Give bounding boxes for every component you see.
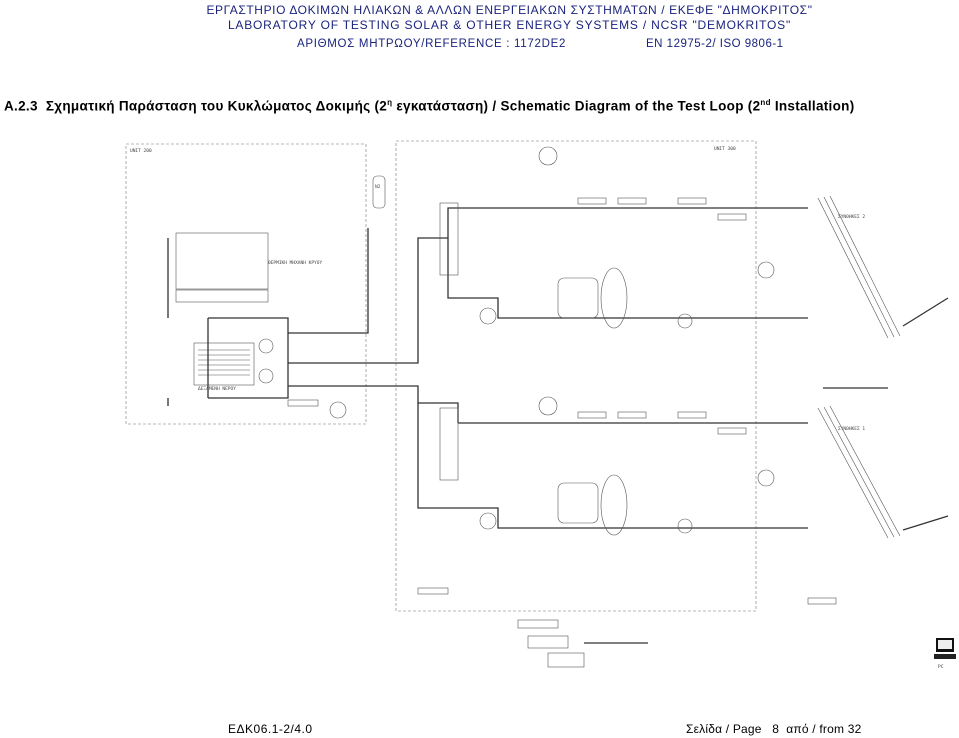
daq-box-1: [517, 619, 559, 629]
control-unit-lower: [439, 407, 459, 481]
storage-label: ΔΕΞΑΜΕΝΗ ΝΕΡΟΥ: [198, 386, 236, 392]
sensor-2: [479, 512, 497, 530]
unit-300-boundary: [395, 140, 757, 612]
upper-loop-supply: [288, 207, 808, 364]
pc-keyboard-icon: [934, 654, 956, 659]
section-title: A.2.3 Σχηματική Παράσταση του Κυκλώματος…: [4, 98, 855, 114]
page-indicator: Σελίδα / Page 8 από / from 32: [686, 722, 861, 736]
cooler-label-box: [175, 289, 269, 303]
reference-number: ΑΡΙΘΜΟΣ ΜΗΤΡΩΟΥ/REFERENCE : 1172DE2: [297, 38, 567, 50]
collector-upper: [817, 195, 901, 339]
unit-right-label: UNIT 300: [714, 146, 736, 152]
sensor-1: [479, 307, 497, 325]
pc-label: PC: [938, 664, 944, 670]
heater-unit-lower: [557, 482, 599, 524]
expansion-vessel-lower: [600, 474, 628, 536]
expansion-vessel-upper: [600, 267, 628, 329]
sensor-5: [329, 401, 347, 419]
from-label: από / from: [786, 722, 845, 736]
page-label: Σελίδα / Page: [686, 722, 762, 736]
daq-box-3: [547, 652, 585, 668]
daq-box-2: [527, 635, 569, 649]
upper-loop-return: [447, 238, 808, 319]
pump-lower-loop: [677, 518, 693, 534]
title-part-3: Installation): [770, 98, 855, 114]
lab-name-english: LABORATORY OF TESTING SOLAR & OTHER ENER…: [227, 18, 792, 32]
page-total: 32: [847, 722, 862, 736]
circuit-lower-label: ΣΥΝΘΗΚΕΣ 1: [838, 426, 865, 432]
storage-hatching: [198, 349, 250, 376]
unit-200-boundary: [125, 143, 367, 425]
schematic-diagram: UNIT 200 UNIT 300 N2 ΔΕΞΑΜΕΝΗ ΝΕΡΟΥ ΘΕΡΜ…: [125, 140, 956, 670]
n2-label: N2: [375, 184, 381, 190]
lower-loop-return: [417, 403, 808, 529]
unit-left-label: UNIT 200: [130, 148, 152, 154]
gauge-upper: [538, 146, 558, 166]
document-code: ΕΔΚ06.1-2/4.0: [228, 722, 313, 736]
pump-upper-loop: [677, 313, 693, 329]
page-number: 8: [772, 722, 780, 736]
standard-reference: EN 12975-2/ ISO 9806-1: [646, 38, 784, 50]
water-storage-tank: [193, 342, 255, 386]
pump-2: [258, 368, 274, 384]
pump-1: [258, 338, 274, 354]
title-part-1: Σχηματική Παράσταση του Κυκλώματος Δοκιμ…: [45, 98, 388, 114]
collector-lower: [817, 405, 901, 539]
circuit-upper-label: ΣΥΝΘΗΚΕΣ 2: [838, 214, 865, 220]
gauge-lower: [538, 396, 558, 416]
cooling-loop-pipe: [167, 238, 289, 406]
n2-cylinder: [372, 175, 386, 209]
sensor-3: [757, 261, 775, 279]
ground-line-lower: [902, 515, 949, 531]
ground-line-upper: [902, 297, 949, 327]
heater-unit-upper: [557, 277, 599, 319]
heat-exchanger-label: ΘΕΡΜΙΚΗ ΜΗΧΑΝΗ ΚΡΥΟΥ: [268, 260, 322, 266]
title-part-2: εγκατάσταση) / Schematic Diagram of the …: [392, 98, 761, 114]
section-number: A.2.3: [4, 98, 38, 114]
title-sup-greek: η: [387, 98, 393, 107]
link-pipe: [288, 228, 369, 334]
sensor-4: [757, 469, 775, 487]
heat-exchanger-box: [175, 232, 269, 290]
instrument-labels: [287, 197, 837, 605]
lab-name-greek: ΕΡΓΑΣΤΗΡΙΟ ΔΟΚΙΜΩΝ ΗΛΙΑΚΩΝ & ΑΛΛΩΝ ΕΝΕΡΓ…: [206, 3, 813, 17]
control-unit-upper: [439, 202, 459, 276]
title-sup-english: nd: [760, 98, 771, 107]
